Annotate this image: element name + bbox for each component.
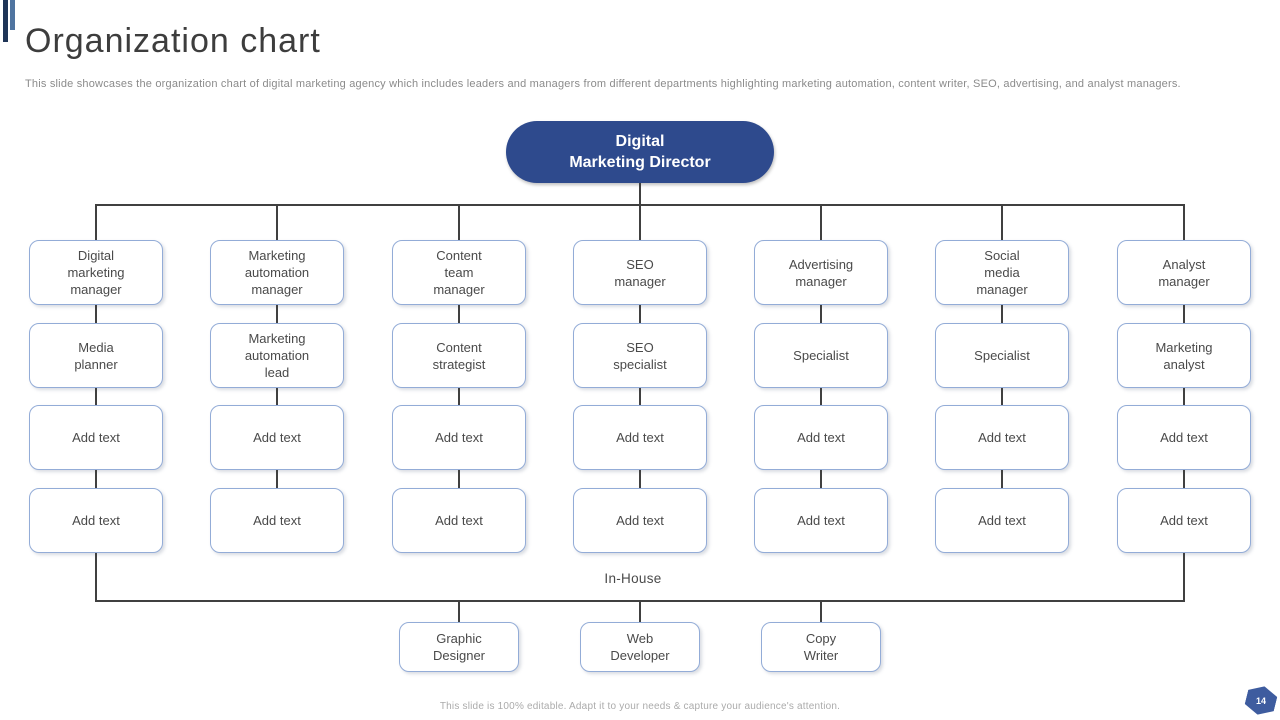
connector-level-link	[1183, 470, 1185, 488]
connector-bottom-drop	[639, 602, 641, 622]
connector-level-link	[276, 470, 278, 488]
connector-right-drop	[1183, 553, 1185, 600]
org-box-social-media-level-4[interactable]: Add text	[935, 488, 1069, 553]
org-box-analyst-level-3[interactable]: Add text	[1117, 405, 1251, 470]
org-box-analyst-level-2[interactable]: Marketing analyst	[1117, 323, 1251, 388]
connector-level-link	[458, 305, 460, 323]
connector-level-link	[639, 388, 641, 405]
connector-level-link	[1001, 305, 1003, 323]
org-box-advertising-level-2[interactable]: Specialist	[754, 323, 888, 388]
org-box-social-media-level-3[interactable]: Add text	[935, 405, 1069, 470]
connector-column-drop	[820, 206, 822, 240]
connector-level-link	[820, 305, 822, 323]
footer-note: This slide is 100% editable. Adapt it to…	[439, 701, 841, 712]
org-box-marketing-automation-level-2[interactable]: Marketing automation lead	[210, 323, 344, 388]
org-box-analyst-level-1[interactable]: Analyst manager	[1117, 240, 1251, 305]
org-box-marketing-automation-level-4[interactable]: Add text	[210, 488, 344, 553]
org-box-seo-level-3[interactable]: Add text	[573, 405, 707, 470]
org-box-social-media-level-1[interactable]: Social media manager	[935, 240, 1069, 305]
connector-bottom-drop	[820, 602, 822, 622]
org-box-advertising-level-4[interactable]: Add text	[754, 488, 888, 553]
org-box-seo-level-2[interactable]: SEO specialist	[573, 323, 707, 388]
connector-level-link	[1183, 388, 1185, 405]
org-box-content-team-level-2[interactable]: Content strategist	[392, 323, 526, 388]
connector-level-link	[458, 470, 460, 488]
connector-level-link	[1001, 470, 1003, 488]
org-box-bottom-1[interactable]: Graphic Designer	[399, 622, 519, 672]
connector-bottom-drop	[458, 602, 460, 622]
connector-left-drop	[95, 553, 97, 600]
connector-director-drop	[639, 183, 641, 204]
connector-column-drop	[1183, 206, 1185, 240]
org-box-digital-marketing-level-3[interactable]: Add text	[29, 405, 163, 470]
org-box-seo-level-1[interactable]: SEO manager	[573, 240, 707, 305]
org-node-director[interactable]: Digital Marketing Director	[506, 121, 774, 183]
connector-level-link	[95, 305, 97, 323]
org-box-content-team-level-3[interactable]: Add text	[392, 405, 526, 470]
org-box-marketing-automation-level-1[interactable]: Marketing automation manager	[210, 240, 344, 305]
org-box-content-team-level-1[interactable]: Content team manager	[392, 240, 526, 305]
org-box-advertising-level-1[interactable]: Advertising manager	[754, 240, 888, 305]
page-number-badge: 14	[1246, 686, 1276, 715]
org-box-content-team-level-4[interactable]: Add text	[392, 488, 526, 553]
org-box-marketing-automation-level-3[interactable]: Add text	[210, 405, 344, 470]
connector-column-drop	[276, 206, 278, 240]
org-box-seo-level-4[interactable]: Add text	[573, 488, 707, 553]
connector-column-drop	[639, 206, 641, 240]
connector-level-link	[276, 305, 278, 323]
org-box-digital-marketing-level-1[interactable]: Digital marketing manager	[29, 240, 163, 305]
org-box-social-media-level-2[interactable]: Specialist	[935, 323, 1069, 388]
org-box-bottom-3[interactable]: Copy Writer	[761, 622, 881, 672]
org-box-digital-marketing-level-2[interactable]: Media planner	[29, 323, 163, 388]
org-box-analyst-level-4[interactable]: Add text	[1117, 488, 1251, 553]
connector-column-drop	[458, 206, 460, 240]
connector-level-link	[639, 470, 641, 488]
connector-level-link	[458, 388, 460, 405]
connector-level-link	[95, 470, 97, 488]
connector-column-drop	[95, 206, 97, 240]
connector-level-link	[820, 470, 822, 488]
org-box-bottom-2[interactable]: Web Developer	[580, 622, 700, 672]
accent-bar-dark-icon	[3, 0, 8, 42]
accent-bar-light-icon	[10, 0, 15, 30]
connector-top-bus	[95, 204, 1185, 206]
org-box-advertising-level-3[interactable]: Add text	[754, 405, 888, 470]
connector-level-link	[276, 388, 278, 405]
connector-column-drop	[1001, 206, 1003, 240]
connector-level-link	[95, 388, 97, 405]
page-number: 14	[1255, 695, 1266, 706]
page-title: Organization chart	[25, 22, 321, 60]
in-house-label: In-House	[604, 571, 662, 586]
connector-level-link	[1001, 388, 1003, 405]
connector-bottom-bus	[95, 600, 1185, 602]
slide-subtitle: This slide showcases the organization ch…	[25, 78, 1181, 90]
connector-level-link	[639, 305, 641, 323]
org-box-digital-marketing-level-4[interactable]: Add text	[29, 488, 163, 553]
connector-level-link	[1183, 305, 1185, 323]
connector-level-link	[820, 388, 822, 405]
